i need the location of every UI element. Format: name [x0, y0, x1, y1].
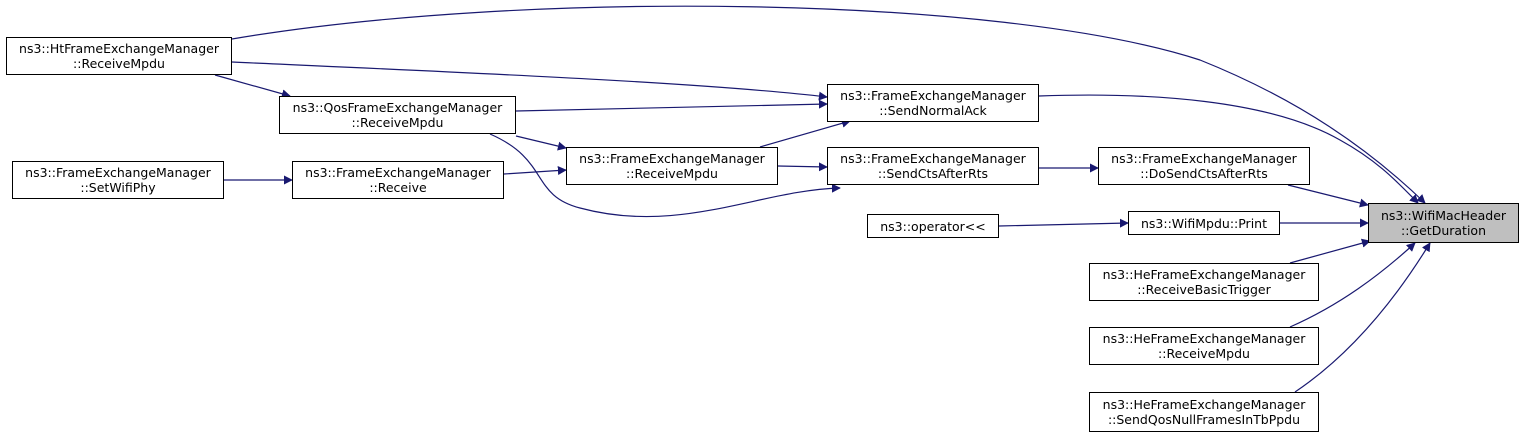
node-label-line2: ::SendCtsAfterRts [877, 166, 989, 181]
edge-fem-sendack-to-target [1038, 94, 1419, 204]
node-frameexchangemanager-setwifiphy[interactable]: ns3::FrameExchangeManager ::SetWifiPhy [12, 161, 224, 199]
node-label-line2: ::ReceiveMpdu [73, 56, 165, 71]
edge-he-sendqosnull-to-target [1294, 242, 1431, 393]
edge-path [231, 5, 1426, 204]
node-label-line1: ns3::WifiMacHeader [1380, 208, 1507, 223]
edge-ht-receive-to-qos-receive [214, 74, 291, 99]
node-label-line2: ::DoSendCtsAfterRts [1140, 166, 1268, 181]
edge-path [515, 135, 567, 151]
node-frameexchangemanager-dosendctsafterrts[interactable]: ns3::FrameExchangeManager ::DoSendCtsAft… [1098, 147, 1310, 185]
node-label-line2: ::ReceiveMpdu [626, 166, 718, 181]
edge-path [1287, 184, 1369, 208]
node-label-line1: ns3::HtFrameExchangeManager [19, 41, 219, 56]
edge-fem-receivempdu-to-fem-sendcts [777, 162, 828, 172]
edge-path [214, 74, 291, 99]
node-label-line1: ns3::FrameExchangeManager [840, 88, 1026, 103]
edge-he-receivempdu-to-target [1289, 242, 1416, 328]
edge-path [998, 218, 1129, 228]
node-label-line1: ns3::HeFrameExchangeManager [1102, 267, 1306, 282]
edge-qos-receive-to-fem-sendack [515, 99, 828, 112]
edge-path [489, 133, 841, 218]
edge-ht-receive-to-fem-sendack [231, 61, 828, 101]
edge-path [1289, 242, 1416, 328]
node-label-line2: ::SetWifiPhy [80, 180, 156, 195]
edge-he-basictrigger-to-target [1289, 238, 1371, 264]
node-label-line1: ns3::QosFrameExchangeManager [292, 100, 503, 115]
node-label-line2: ::ReceiveMpdu [351, 115, 444, 130]
edge-qos-receive-to-fem-receivempdu [515, 135, 567, 151]
edge-path [515, 99, 828, 112]
node-label-line2: ::ReceiveBasicTrigger [1137, 282, 1271, 297]
node-label-line2: ::SendNormalAck [879, 103, 987, 118]
edge-path [231, 61, 828, 101]
node-operator[interactable]: ns3::operator<< [867, 214, 999, 238]
node-frameexchangemanager-receivempdu[interactable]: ns3::FrameExchangeManager ::ReceiveMpdu [566, 147, 778, 185]
edge-fem-receive-to-fem-receivempdu [503, 166, 567, 176]
node-label-line2: ::SendQosNullFramesInTbPpdu [1107, 412, 1301, 427]
node-frameexchangemanager-sendctsafterrts[interactable]: ns3::FrameExchangeManager ::SendCtsAfter… [827, 147, 1039, 185]
node-label-line1: ns3::HeFrameExchangeManager [1102, 331, 1306, 346]
node-heframeexchangemanager-receivempdu[interactable]: ns3::HeFrameExchangeManager ::ReceiveMpd… [1089, 327, 1319, 365]
edge-operator-to-mpdu-print [998, 218, 1129, 228]
edge-path [1289, 238, 1371, 264]
edge-path [1294, 242, 1431, 393]
node-label-line1: ns3::FrameExchangeManager [25, 165, 211, 180]
node-label-line1: ns3::FrameExchangeManager [579, 151, 765, 166]
node-label-line1: ns3::FrameExchangeManager [840, 151, 1026, 166]
node-frameexchangemanager-receive[interactable]: ns3::FrameExchangeManager ::Receive [292, 161, 504, 199]
edge-path [1038, 94, 1419, 204]
node-htframeexchangemanager-receivempdu[interactable]: ns3::HtFrameExchangeManager ::ReceiveMpd… [6, 37, 232, 75]
node-wifimacheader-getduration: ns3::WifiMacHeader ::GetDuration [1368, 203, 1519, 243]
node-label-line1: ns3::HeFrameExchangeManager [1102, 397, 1306, 412]
node-label-line1: ns3::WifiMpdu::Print [1141, 215, 1267, 231]
node-label-line2: ::ReceiveMpdu [1158, 346, 1250, 361]
node-heframeexchangemanager-sendqosnullframesintbppdu[interactable]: ns3::HeFrameExchangeManager ::SendQosNul… [1089, 392, 1319, 432]
node-label-line1: ns3::FrameExchangeManager [1111, 151, 1297, 166]
edge-fem-dosendcts-to-target [1287, 184, 1369, 208]
node-label-line2: ::Receive [369, 180, 427, 195]
node-qosframeexchangemanager-receivempdu[interactable]: ns3::QosFrameExchangeManager ::ReceiveMp… [279, 96, 516, 134]
edge-ht-receive-to-target [231, 5, 1426, 204]
node-wifimpdu-print[interactable]: ns3::WifiMpdu::Print [1128, 211, 1280, 235]
edge-qos-receive-to-fem-sendcts [489, 133, 841, 218]
node-label-line2: ::GetDuration [1401, 223, 1486, 238]
node-label-line1: ns3::operator<< [880, 218, 986, 234]
node-label-line1: ns3::FrameExchangeManager [305, 165, 491, 180]
edge-fem-receivempdu-to-fem-sendack [759, 118, 851, 148]
edge-path [503, 166, 567, 176]
edge-path [777, 162, 828, 172]
edge-path [759, 118, 851, 148]
node-frameexchangemanager-sendnormalack[interactable]: ns3::FrameExchangeManager ::SendNormalAc… [827, 84, 1039, 122]
node-heframeexchangemanager-receivebasictrigger[interactable]: ns3::HeFrameExchangeManager ::ReceiveBas… [1089, 263, 1319, 301]
